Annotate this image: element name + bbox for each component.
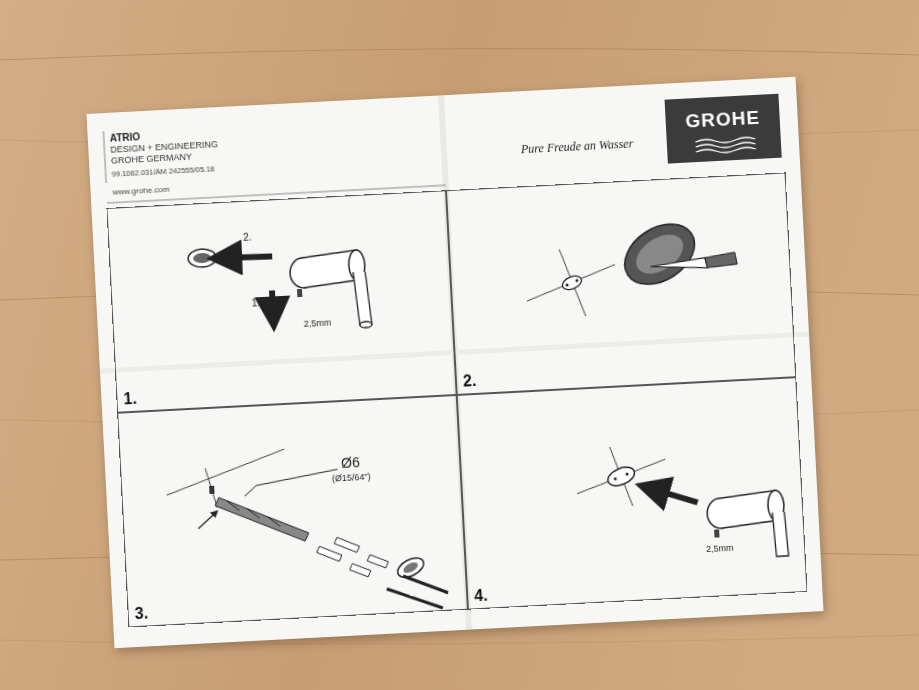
logo-waves [667, 134, 782, 158]
logo-text: GROHE [665, 106, 780, 134]
callout-label: 2,5mm [304, 317, 332, 329]
step-number: 2. [463, 372, 477, 391]
callout-label: 2,5mm [706, 543, 734, 555]
step-number: 3. [134, 604, 148, 623]
callout-label: 2. [243, 231, 252, 243]
callout-label: (Ø15/64") [332, 472, 371, 484]
step-number: 4. [474, 587, 488, 606]
step-number: 1. [123, 390, 137, 409]
callout-label: 1. [251, 297, 260, 309]
step-panel: 1. [106, 190, 456, 413]
step-panel: 2. [446, 172, 796, 395]
slogan: Pure Freude an Wasser [521, 137, 634, 157]
step-panel: 4. [457, 377, 808, 609]
step-panel: 3. [117, 395, 468, 627]
logo-box: GROHE [665, 94, 782, 164]
header-text: www.grohe.com [112, 185, 169, 197]
header-text: 99.1082.031/ÄM 242555/05.18 [111, 165, 214, 179]
header-text: ATRIO [110, 131, 141, 144]
callout-label: Ø6 [341, 454, 361, 471]
instruction-sheet: GROHE1.2.3.4.ATRIODESIGN + ENGINEERINGGR… [86, 77, 823, 648]
assembly-illustration [86, 77, 823, 648]
